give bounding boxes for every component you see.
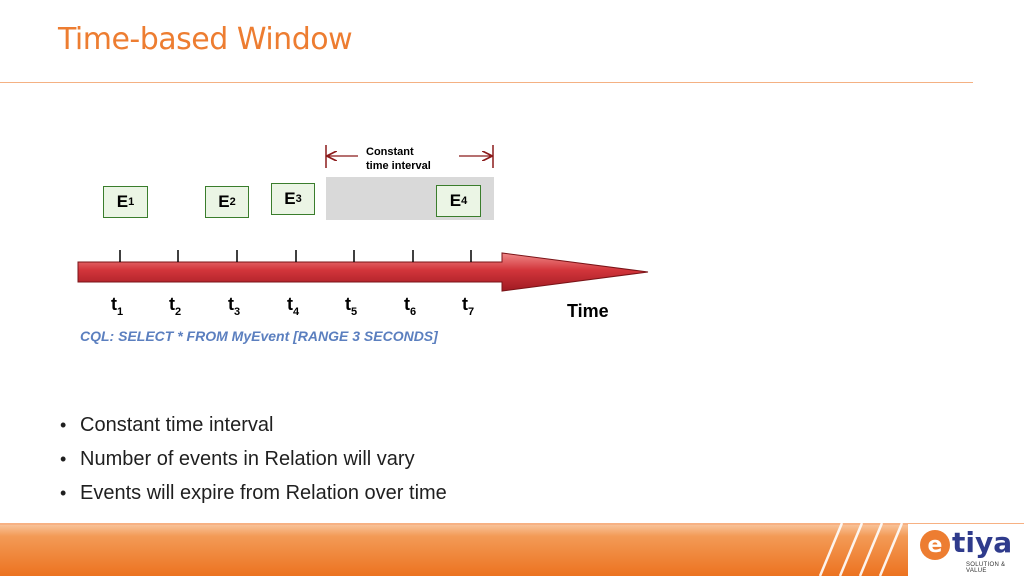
- event-label: E: [116, 192, 129, 211]
- footer-top-line: [0, 523, 1024, 525]
- event-label: E: [449, 191, 462, 210]
- bullet-item: • Constant time interval: [60, 408, 447, 442]
- tick-label: t6: [395, 294, 425, 318]
- footer-stripe: [858, 522, 884, 576]
- tick-label: t7: [453, 294, 483, 318]
- tick-label-base: t: [110, 294, 117, 314]
- timeline-arrow-body: [77, 252, 649, 292]
- event-label: E: [284, 189, 296, 208]
- tick-label-subscript: 3: [233, 306, 241, 318]
- time-axis-label: Time: [567, 301, 609, 321]
- tick-label-subscript: 7: [467, 306, 475, 318]
- footer-band: [0, 522, 1024, 576]
- bullet-item: • Events will expire from Relation over t…: [60, 476, 447, 510]
- bullet-list: • Constant time interval • Number of event…: [60, 408, 447, 510]
- slide-title: Time-based Window: [58, 22, 353, 57]
- tick-label-base: t: [227, 294, 234, 314]
- tick-label: t2: [160, 294, 190, 318]
- tick-label-base: t: [344, 294, 351, 314]
- cql-query: CQL: SELECT * FROM MyEvent [RANGE 3 SECO…: [80, 328, 438, 344]
- bullet-dot-icon: •: [60, 415, 67, 435]
- interval-label-line2: time interval: [366, 160, 431, 172]
- title-divider: [0, 82, 973, 83]
- tick-label-base: t: [403, 294, 410, 314]
- tick-label-subscript: 5: [350, 306, 358, 318]
- bullet-text: Number of events in Relation will vary: [80, 448, 415, 470]
- interval-label-line1: Constant: [366, 146, 414, 158]
- tick-label: t5: [336, 294, 366, 318]
- footer-stripe: [818, 522, 844, 576]
- logo-wordmark: tiya: [952, 526, 1013, 559]
- tick-label-base: t: [286, 294, 293, 314]
- tick-label-subscript: 2: [174, 306, 182, 318]
- company-logo: e tiya SOLUTION & VALUE: [908, 524, 1024, 576]
- logo-tagline: SOLUTION & VALUE: [966, 562, 1006, 574]
- tick-label-base: t: [168, 294, 175, 314]
- event-label: E: [218, 192, 230, 211]
- interval-label: Constant time interval: [366, 145, 456, 173]
- tick-label: t4: [278, 294, 308, 318]
- logo-e-icon: e: [920, 530, 950, 560]
- tick-label: t1: [102, 294, 132, 318]
- bullet-item: • Number of events in Relation will vary: [60, 442, 447, 476]
- bullet-text: Constant time interval: [80, 414, 274, 436]
- bullet-dot-icon: •: [60, 449, 67, 469]
- bullet-text: Events will expire from Relation over ti…: [80, 482, 447, 504]
- tick-label-subscript: 6: [409, 306, 417, 318]
- bullet-dot-icon: •: [60, 483, 67, 503]
- footer-fill: [0, 523, 1024, 576]
- footer-stripe: [878, 522, 904, 576]
- tick-label-subscript: 4: [292, 306, 300, 318]
- footer-stripe: [838, 522, 864, 576]
- tick-label: t3: [219, 294, 249, 318]
- tick-label-base: t: [461, 294, 468, 314]
- tick-label-subscript: 1: [116, 306, 124, 318]
